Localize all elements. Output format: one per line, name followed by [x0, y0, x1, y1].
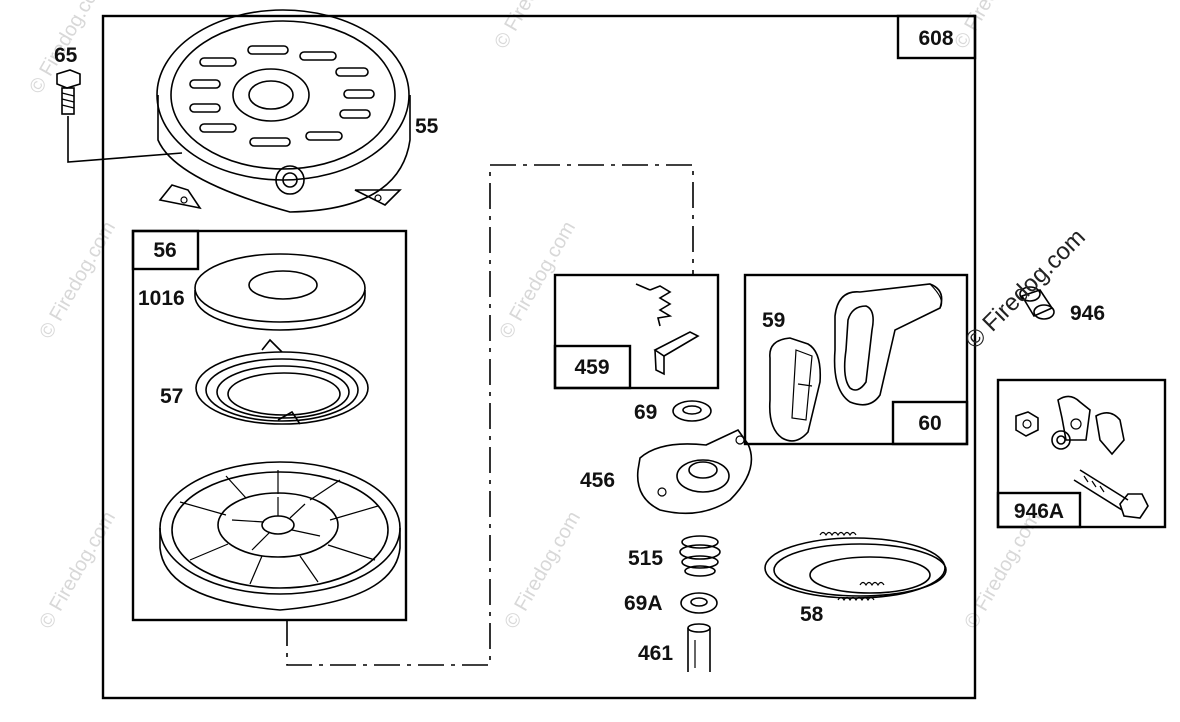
label-58: 58 — [800, 603, 824, 626]
watermark: © Firedog.com — [490, 0, 575, 53]
spring-cup-1016: 1016 — [138, 253, 366, 331]
handle-kit-60-box: 60 59 — [743, 273, 969, 446]
label-608: 608 — [918, 27, 953, 50]
watermark: © Firedog.com — [35, 218, 120, 343]
housing-vent-slots — [189, 45, 375, 147]
pulley-kit-56-box: 56 — [131, 229, 408, 622]
assembly-608-frame: 608 — [101, 14, 977, 700]
retainer-456: 456 — [580, 428, 753, 515]
label-69: 69 — [634, 401, 657, 424]
label-57: 57 — [160, 385, 183, 408]
bushing-946: 946 — [1019, 286, 1105, 325]
side-watermark: © Firedog.com — [960, 224, 1091, 355]
watermark: © Firedog.com — [500, 508, 585, 633]
label-946: 946 — [1070, 302, 1105, 325]
label-461: 461 — [638, 642, 673, 665]
watermark: © Firedog.com — [35, 508, 120, 633]
label-69a: 69A — [624, 592, 663, 615]
housing-55: 55 — [156, 9, 439, 213]
label-515: 515 — [628, 547, 663, 570]
label-456: 456 — [580, 469, 615, 492]
pulley-spokes — [179, 470, 379, 585]
starter-pulley — [159, 461, 401, 611]
pawl-kit-459-box: 459 — [553, 273, 720, 390]
washer-69: 69 — [634, 400, 712, 424]
screw-65: 65 — [54, 44, 183, 163]
rewind-spring-57: 57 — [160, 338, 369, 425]
label-59: 59 — [762, 309, 785, 332]
watermark: © Firedog.com — [950, 0, 1035, 53]
rope-58: 58 — [764, 531, 947, 626]
label-56: 56 — [153, 239, 176, 262]
spring-515: 515 — [628, 535, 721, 577]
kit-946a-box: 946A — [996, 378, 1167, 529]
background-watermarks: © Firedog.com © Firedog.com © Firedog.co… — [25, 0, 1045, 633]
label-60: 60 — [918, 412, 941, 435]
washer-69a: 69A — [624, 592, 718, 615]
label-459: 459 — [574, 356, 609, 379]
label-946a: 946A — [1014, 500, 1064, 523]
label-1016: 1016 — [138, 287, 185, 310]
screw-461: 461 — [638, 623, 711, 672]
connector-line — [286, 164, 694, 666]
watermark: © Firedog.com — [495, 218, 580, 343]
label-55: 55 — [415, 115, 439, 138]
label-65: 65 — [54, 44, 78, 67]
